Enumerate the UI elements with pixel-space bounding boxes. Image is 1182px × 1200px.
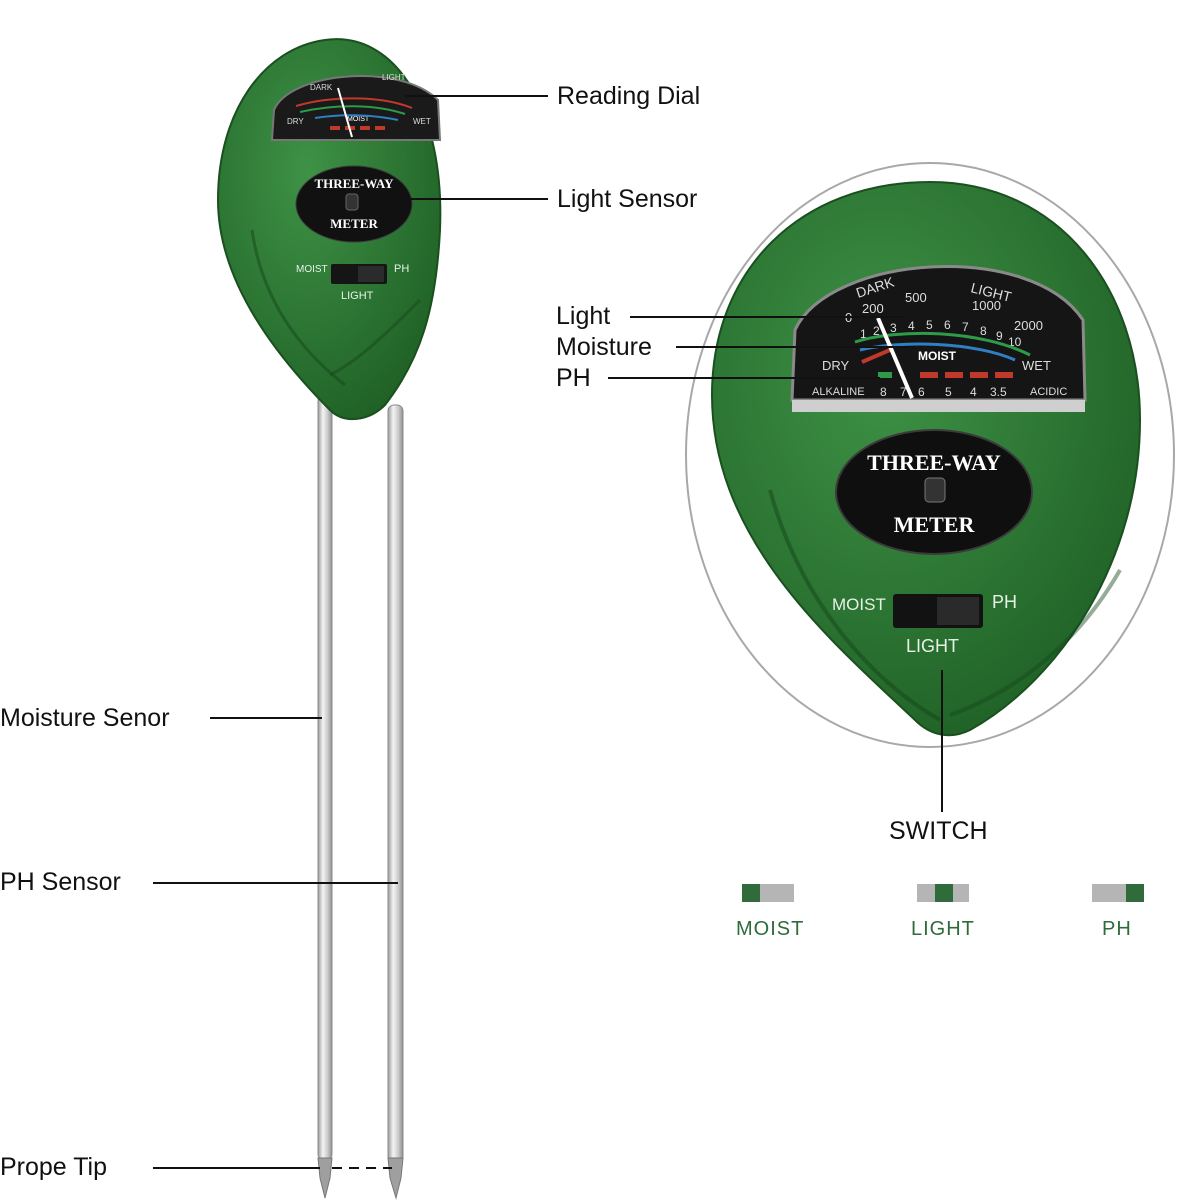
probe-right xyxy=(387,404,404,1200)
svg-text:3: 3 xyxy=(890,321,897,335)
zoom-brand-plate: THREE-WAY METER xyxy=(835,429,1033,555)
tick-light-200: 200 xyxy=(862,301,884,316)
zoom-light-sensor-window xyxy=(924,477,946,503)
zoom-dial-needle xyxy=(876,317,914,399)
dial-wet-label: WET xyxy=(413,117,431,126)
callout-ph-sensor: PH Sensor xyxy=(0,868,121,896)
svg-text:4: 4 xyxy=(970,385,977,399)
probe-left xyxy=(317,394,333,1199)
svg-text:6: 6 xyxy=(918,385,925,399)
zoom-brand-bottom: METER xyxy=(894,512,976,537)
switch-legend-moist-indicator xyxy=(742,884,794,902)
tick-light-500: 500 xyxy=(905,290,927,305)
switch-legend-ph-indicator xyxy=(1092,884,1144,902)
switch-right-label: PH xyxy=(394,263,409,275)
svg-text:7: 7 xyxy=(962,320,969,334)
zoom-reading-dial: DARK LIGHT 0 200 500 1000 2000 1 2 3 4 5… xyxy=(790,265,1087,412)
svg-text:5: 5 xyxy=(926,318,933,332)
light-sensor-window xyxy=(345,193,359,211)
dial-light-label: LIGHT xyxy=(382,73,406,82)
switch-left-label: MOIST xyxy=(296,264,328,275)
callout-ph: PH xyxy=(556,364,591,392)
brand-plate: THREE-WAY METER xyxy=(295,165,413,243)
zoom-ph-bars xyxy=(878,372,1013,378)
zoom-dial-acidic: ACIDIC xyxy=(1030,386,1067,398)
callout-light-sensor: Light Sensor xyxy=(557,185,698,213)
svg-text:7: 7 xyxy=(900,385,907,399)
dial-dark-label: DARK xyxy=(310,83,333,92)
dial-moist-label: MOIST xyxy=(347,116,370,123)
zoom-dial-alkaline: ALKALINE xyxy=(812,386,865,398)
callout-light: Light xyxy=(556,302,611,330)
dial-dry-label: DRY xyxy=(287,117,304,126)
zoom-switch-right: PH xyxy=(992,592,1017,612)
svg-text:1: 1 xyxy=(860,327,867,341)
mode-switch: MOIST PH LIGHT xyxy=(296,263,409,302)
svg-text:9: 9 xyxy=(996,329,1003,343)
callout-switch: SWITCH xyxy=(889,817,988,845)
svg-text:10: 10 xyxy=(1008,335,1022,349)
zoom-switch-bottom: LIGHT xyxy=(906,636,959,656)
zoom-dial-dry: DRY xyxy=(822,358,850,373)
switch-bottom-label: LIGHT xyxy=(341,290,374,302)
switch-legend-ph-label: PH xyxy=(1102,918,1132,940)
zoom-moist-ticks: 1 2 3 4 5 6 7 8 9 10 xyxy=(860,318,1022,349)
zoom-dial-wet: WET xyxy=(1022,358,1051,373)
zoom-brand-top: THREE-WAY xyxy=(867,450,1001,475)
zoom-light-ticks: 0 200 500 1000 2000 xyxy=(845,290,1043,333)
callout-reading-dial: Reading Dial xyxy=(557,82,701,110)
callout-probe-tip: Prope Tip xyxy=(0,1153,108,1181)
zoom-switch-left: MOIST xyxy=(832,595,886,614)
switch-legend-light-indicator xyxy=(917,884,969,902)
zoom-ph-ticks: 8 7 6 5 4 3.5 xyxy=(880,385,1007,399)
dial-needle xyxy=(337,87,353,138)
svg-text:8: 8 xyxy=(980,324,987,338)
reading-dial: DARK LIGHT DRY MOIST WET xyxy=(270,73,442,141)
svg-text:6: 6 xyxy=(944,318,951,332)
svg-text:3.5: 3.5 xyxy=(990,385,1007,399)
callout-moisture-sensor: Moisture Senor xyxy=(0,704,170,732)
zoom-dial-moist: MOIST xyxy=(918,349,957,363)
svg-text:4: 4 xyxy=(908,319,915,333)
zoom-mode-switch: MOIST PH LIGHT xyxy=(832,592,1017,656)
switch-legend-light-label: LIGHT xyxy=(911,918,975,940)
svg-text:5: 5 xyxy=(945,385,952,399)
svg-text:2: 2 xyxy=(873,324,880,338)
svg-text:8: 8 xyxy=(880,385,887,399)
brand-bottom: METER xyxy=(330,216,378,231)
brand-top: THREE-WAY xyxy=(315,176,395,191)
switch-legend-moist-label: MOIST xyxy=(736,918,805,940)
tick-light-2000: 2000 xyxy=(1014,318,1043,333)
tick-light-1000: 1000 xyxy=(972,298,1001,313)
callout-moisture: Moisture xyxy=(556,333,652,361)
